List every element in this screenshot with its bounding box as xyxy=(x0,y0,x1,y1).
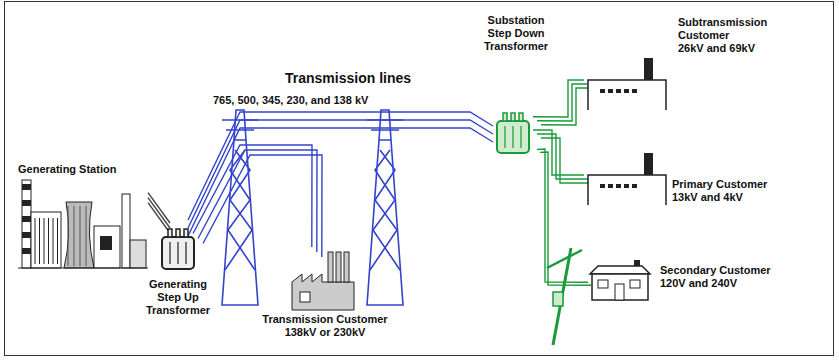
node-name: Transmission Customer xyxy=(250,313,400,326)
transmission-line xyxy=(188,112,493,236)
secondary-line xyxy=(537,149,591,285)
voltage-label: 138kV or 230kV xyxy=(250,326,400,339)
node-name: Primary Customer xyxy=(672,178,792,191)
node-label: Substation Step Down Transformer xyxy=(477,14,555,53)
wire xyxy=(148,203,170,233)
node-label: Secondary Customer120V and 240V xyxy=(660,264,790,290)
node-name: Secondary Customer xyxy=(660,264,790,277)
node-label: Primary Customer13kV and 4kV xyxy=(672,178,792,204)
secondary-customer-icon xyxy=(588,258,652,302)
wire xyxy=(541,88,592,125)
transmission-customer: Transmission Customer138kV or 230kV xyxy=(292,252,354,310)
transmission-tower xyxy=(367,110,403,305)
voltage-label: 120V and 240V xyxy=(660,277,790,290)
subtransmission-customer-icon xyxy=(588,58,666,110)
primary-line xyxy=(533,130,592,183)
secondary-customer: Secondary Customer120V and 240V xyxy=(588,258,652,302)
wire xyxy=(198,150,317,252)
voltage-list: 765, 500, 345, 230, and 138 kV xyxy=(213,94,368,106)
primary-customer: Primary Customer13kV and 4kV xyxy=(588,153,666,205)
step-down-transformer: Substation Step Down Transformer xyxy=(493,112,537,156)
subtransmission-line xyxy=(533,80,592,125)
wire xyxy=(148,198,170,228)
node-label: Generating Station xyxy=(18,163,178,176)
step-up-transformer-icon xyxy=(158,228,198,270)
node-name: Generating Station xyxy=(18,163,178,176)
plant-feed xyxy=(148,193,170,233)
node-name: Substation Step Down Transformer xyxy=(477,14,555,53)
node-label: Transmission Customer138kV or 230kV xyxy=(250,313,400,339)
node-label: Generating Step Up Transformer xyxy=(140,278,216,317)
transmission-customer-icon xyxy=(292,252,354,310)
transmission-drop xyxy=(193,145,322,257)
generating-station-icon xyxy=(18,180,148,268)
wire xyxy=(537,149,588,282)
generating-station: Generating Station xyxy=(18,180,148,268)
node-name: Subtransmission Customer xyxy=(678,16,788,42)
wire xyxy=(540,152,591,285)
step-up-transformer: Generating Step Up Transformer xyxy=(158,228,198,270)
wire xyxy=(193,145,312,247)
voltage-label: 26kV and 69kV xyxy=(678,42,788,55)
utility-pole xyxy=(547,248,582,345)
node-label: Subtransmission Customer26kV and 69kV xyxy=(678,16,788,55)
wire xyxy=(188,120,493,228)
primary-customer-icon xyxy=(588,153,666,205)
node-name: Generating Step Up Transformer xyxy=(140,278,216,317)
wire xyxy=(188,128,493,236)
voltage-label: 13kV and 4kV xyxy=(672,191,792,204)
wire xyxy=(203,155,322,257)
frame xyxy=(5,2,834,356)
step-down-transformer-icon xyxy=(493,112,537,156)
line-title: Transmission lines xyxy=(285,70,411,86)
wire xyxy=(537,84,588,121)
subtransmission-customer: Subtransmission Customer26kV and 69kV xyxy=(588,58,666,110)
